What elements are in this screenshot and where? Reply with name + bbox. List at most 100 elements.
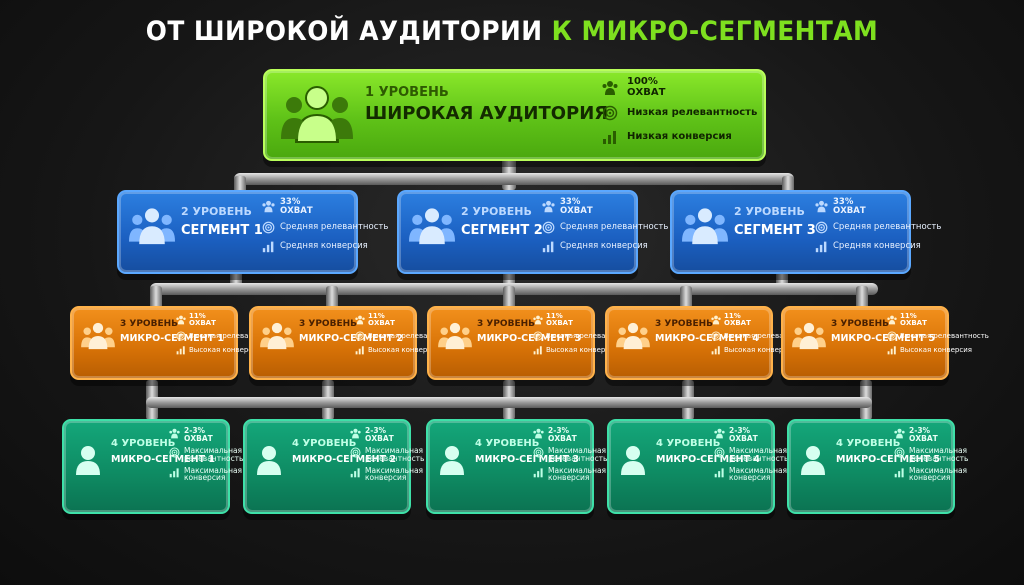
relevance-stat: Средняя релевантность [541,221,668,235]
stats: 11%ОХВАТ Высокая релевантность Высокая к… [175,312,278,359]
conversion-text: Высокая конверсия [900,345,972,354]
coverage-value: 33% [560,197,581,207]
coverage-value: 11% [368,312,385,320]
relevance-stat: Высокая релевантность [354,331,457,342]
people-group-icon [81,322,115,350]
pipe-l3-drop-2 [326,286,338,310]
segment-name: МИКРО-СЕГМЕНТ 4 [656,454,760,465]
coverage-stat: 2-3%ОХВАТ [532,427,607,443]
pipe-l2-drop-1 [234,176,246,194]
level2-card-3: 2 УРОВЕНЬ СЕГМЕНТ 3 33%ОХВАТ Средняя рел… [670,190,941,274]
target-icon [261,221,275,235]
relevance-line-2: релевантность [909,453,969,463]
bar-chart-icon [713,467,725,479]
bar-chart-icon [710,345,721,356]
coverage-value: 11% [546,312,563,320]
segment-name: МИКРО-СЕГМЕНТ 2 [292,454,396,465]
level-label: 1 УРОВЕНЬ [365,85,449,100]
coverage-stat: 33%ОХВАТ [541,198,668,216]
coverage-label: ОХВАТ [627,86,666,98]
relevance-text: Средняя релевантность [280,222,389,233]
stats: 33%ОХВАТ Средняя релевантность Средняя к… [814,198,941,259]
relevance-text: Средняя релевантность [833,222,942,233]
people-group-icon [616,322,650,350]
target-icon [541,221,555,235]
people-small-icon [713,427,725,439]
target-icon [893,447,905,459]
relevance-stat: Низкая релевантность [601,104,757,122]
bar-chart-icon [175,345,186,356]
people-small-icon [886,315,897,326]
stats: 33%ОХВАТ Средняя релевантность Средняя к… [541,198,668,259]
coverage-label: ОХВАТ [909,433,938,443]
relevance-stat: Высокая релевантность [710,331,813,342]
segment-name: СЕГМЕНТ 3 [734,223,816,238]
pipe-l3-drop-4 [680,286,692,310]
bar-chart-icon [354,345,365,356]
level-label: 4 УРОВЕНЬ [292,438,357,449]
conversion-text: Низкая конверсия [627,130,732,142]
conversion-line-1: Максимальная [184,465,243,475]
relevance-line-1: Максимальная [365,445,424,455]
coverage-stat: 11%ОХВАТ [886,312,989,328]
conversion-line-2: конверсия [548,473,590,483]
coverage-value: 2-3% [365,426,387,435]
conversion-text: Высокая конверсия [368,345,440,354]
coverage-value: 11% [724,312,741,320]
coverage-label: ОХВАТ [184,433,213,443]
level-label: 3 УРОВЕНЬ [831,319,889,329]
relevance-line-2: релевантность [729,453,789,463]
level-label: 2 УРОВЕНЬ [461,205,532,218]
level3-card-1: 3 УРОВЕНЬ МИКРО-СЕГМЕНТ 1 11%ОХВАТ Высок… [70,306,278,380]
target-icon [168,447,180,459]
people-group-icon [682,208,728,245]
level4-card-1: 4 УРОВЕНЬ МИКРО-СЕГМЕНТ 1 2-3%ОХВАТ Макс… [62,419,243,514]
coverage-label: ОХВАТ [560,205,593,216]
bar-chart-icon [261,240,275,254]
relevance-stat: Высокая релевантность [532,331,635,342]
level-label: 3 УРОВЕНЬ [655,319,713,329]
coverage-label: ОХВАТ [900,319,927,328]
conversion-stat: Высокая конверсия [175,345,278,356]
conversion-stat: Высокая конверсия [886,345,989,356]
relevance-text: Высокая релевантность [546,331,635,340]
people-small-icon [601,79,619,97]
title-part-white: ОТ ШИРОКОЙ АУДИТОРИИ [145,16,552,47]
level2-card-2: 2 УРОВЕНЬ СЕГМЕНТ 2 33%ОХВАТ Средняя рел… [397,190,668,274]
conversion-text: Высокая конверсия [189,345,261,354]
target-icon [710,331,721,342]
level4-card-3: 4 УРОВЕНЬ МИКРО-СЕГМЕНТ 3 2-3%ОХВАТ Макс… [426,419,607,514]
level-label: 4 УРОВЕНЬ [475,438,540,449]
person-icon [440,446,464,475]
relevance-text: Низкая релевантность [627,106,758,118]
target-icon [713,447,725,459]
people-small-icon [168,427,180,439]
relevance-text: Высокая релевантность [368,331,457,340]
conversion-text: Средняя конверсия [560,241,648,252]
segment-name: МИКРО-СЕГМЕНТ 3 [475,454,579,465]
level4-card-4: 4 УРОВЕНЬ МИКРО-СЕГМЕНТ 4 2-3%ОХВАТ Макс… [607,419,788,514]
target-icon [175,331,186,342]
relevance-line-1: Максимальная [729,445,788,455]
people-small-icon [541,200,555,214]
relevance-text: Средняя релевантность [560,222,669,233]
pipe-l3-drop-5 [856,286,868,310]
stats: 100%ОХВАТ Низкая релевантность Низкая ко… [601,76,757,152]
level4-card-5: 4 УРОВЕНЬ МИКРО-СЕГМЕНТ 5 2-3%ОХВАТ Макс… [787,419,968,514]
coverage-label: ОХВАТ [189,319,216,328]
coverage-label: ОХВАТ [724,319,751,328]
segment-name: МИКРО-СЕГМЕНТ 1 [111,454,215,465]
conversion-line-2: конверсия [909,473,951,483]
target-icon [886,331,897,342]
level-label: 3 УРОВЕНЬ [120,319,178,329]
level-label: 2 УРОВЕНЬ [734,205,805,218]
